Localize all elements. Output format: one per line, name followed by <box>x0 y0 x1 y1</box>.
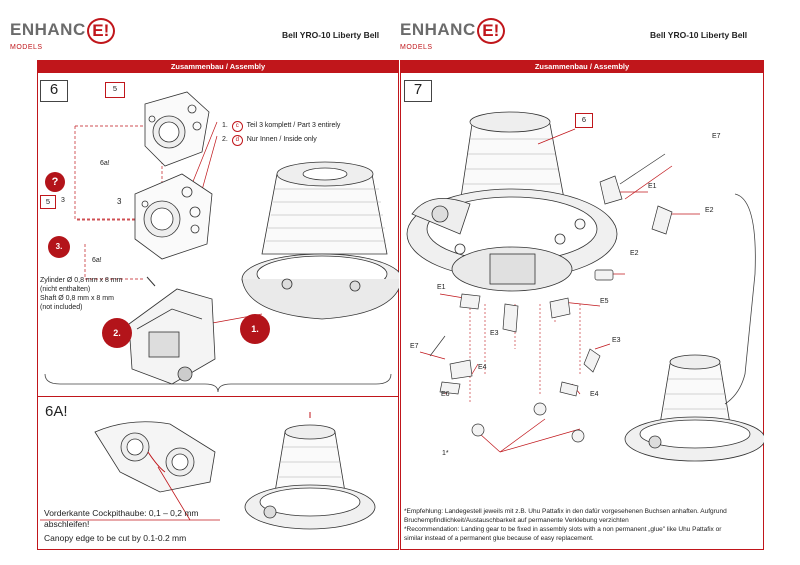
brand-sub: MODELS <box>400 44 433 51</box>
document-title-right: Bell YRO-10 Liberty Bell <box>650 30 748 40</box>
step-6a-drawing <box>40 412 376 530</box>
step-6-drawing <box>74 91 399 385</box>
part-e3-left: E3 <box>490 330 499 337</box>
part-e2-mid: E2 <box>630 250 639 257</box>
note-2: 2. d Nur Innen / Inside only <box>222 135 317 146</box>
part-e4-left: E4 <box>478 364 487 371</box>
sub-divider <box>37 396 399 397</box>
canopy-note-de: Vorderkante Cockpithaube: 0,1 – 0,2 mm a… <box>44 508 199 529</box>
canopy-note-en: Canopy edge to be cut by 0.1-0.2 mm <box>44 533 187 543</box>
label-part-3: 3 <box>117 197 122 206</box>
part-1-star: 1* <box>442 450 449 457</box>
part-e7-top: E7 <box>712 133 721 140</box>
brand-e-badge: E! <box>86 18 115 44</box>
sub-step-6a: 6A! <box>45 403 68 420</box>
step-2-badge: 2. <box>102 318 132 348</box>
left-section-band: Zusammenbau / Assembly <box>37 60 399 73</box>
cylinder-note: Zylinder Ø 0,8 mm x 8 mm (nicht enthalte… <box>40 276 122 312</box>
brand-e-badge: E! <box>476 18 505 44</box>
step-number-7: 7 <box>404 80 432 102</box>
brand-sub: MODELS <box>10 44 43 51</box>
note-number: 1. <box>222 122 228 129</box>
part-e3-right: E3 <box>612 337 621 344</box>
note-line: *Recommendation: Landing gear to be fixe… <box>404 526 722 533</box>
note-1: 1. c Teil 3 komplett / Part 3 entirely <box>222 121 340 132</box>
ref-box-5: 5 <box>40 195 56 209</box>
brand-text: ENHANC <box>10 20 86 40</box>
note-line: similar instead of a permanent glue beca… <box>404 535 594 542</box>
group-bracket <box>44 373 392 393</box>
cylinder-line: Zylinder Ø 0,8 mm x 8 mm <box>40 277 123 284</box>
part-e6: E6 <box>441 391 450 398</box>
part-e5: E5 <box>600 298 609 305</box>
step-1-badge: 1. <box>240 314 270 344</box>
note-number: 2. <box>222 136 228 143</box>
part-e1-left: E1 <box>437 284 446 291</box>
ref-num-3: 3 <box>61 197 65 204</box>
recommendation-note: *Empfehlung: Landegestell jeweils mit z.… <box>404 507 760 543</box>
part-e2-top: E2 <box>705 207 714 214</box>
step-7-drawing <box>406 111 764 462</box>
part-e1-top: E1 <box>648 183 657 190</box>
part-e4-right: E4 <box>590 391 599 398</box>
part-e7-left: E7 <box>410 343 419 350</box>
label-6a-bottom: 6a! <box>92 257 102 264</box>
part-ref-6: 6 <box>575 113 593 128</box>
note-badge: d <box>231 135 243 146</box>
part-ref-5: 5 <box>105 82 125 98</box>
note-line: *Empfehlung: Landegestell jeweils mit z.… <box>404 508 727 515</box>
document-title-left: Bell YRO-10 Liberty Bell <box>282 30 380 40</box>
note-text: Teil 3 komplett / Part 3 entirely <box>246 122 341 129</box>
cylinder-line: Shaft Ø 0,8 mm x 8 mm <box>40 295 114 302</box>
step-number-6: 6 <box>40 80 68 102</box>
brand-text: ENHANC <box>400 20 476 40</box>
label-6a-top: 6a! <box>100 160 110 167</box>
cylinder-line: (nicht enthalten) <box>40 286 91 293</box>
step-3-badge: 3. <box>48 236 70 258</box>
note-badge: c <box>231 121 243 132</box>
note-line: Bruchempfindlichkeit/Austauschbarkeit au… <box>404 517 629 524</box>
note-text: Nur Innen / Inside only <box>246 136 317 143</box>
cylinder-line: (not included) <box>40 304 83 311</box>
right-section-band: Zusammenbau / Assembly <box>400 60 764 73</box>
question-icon: ? <box>45 172 65 192</box>
